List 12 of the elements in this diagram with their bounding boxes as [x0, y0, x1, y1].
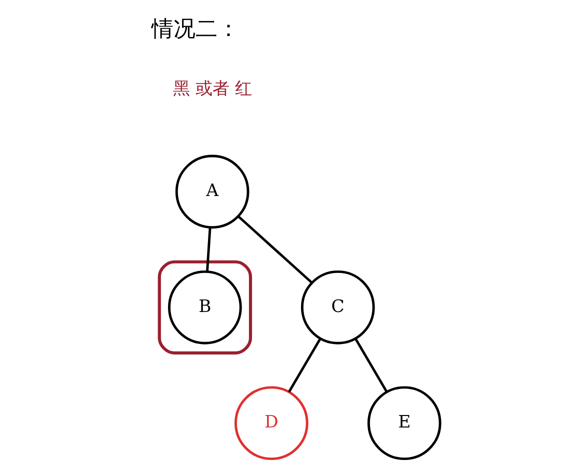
- connector: [205, 227, 211, 272]
- node-circle: C: [300, 270, 374, 344]
- connector: [237, 215, 312, 284]
- diagram-title: 情况二：: [151, 16, 240, 42]
- cluster: [157, 260, 252, 354]
- node-circle: E: [366, 386, 441, 460]
- node-circle: D: [234, 386, 308, 460]
- connector: [354, 338, 388, 392]
- node-circle: B: [168, 270, 242, 344]
- node-circle: A: [174, 154, 249, 229]
- node-label: 黑 或者 红: [172, 79, 252, 100]
- connector: [287, 338, 321, 392]
